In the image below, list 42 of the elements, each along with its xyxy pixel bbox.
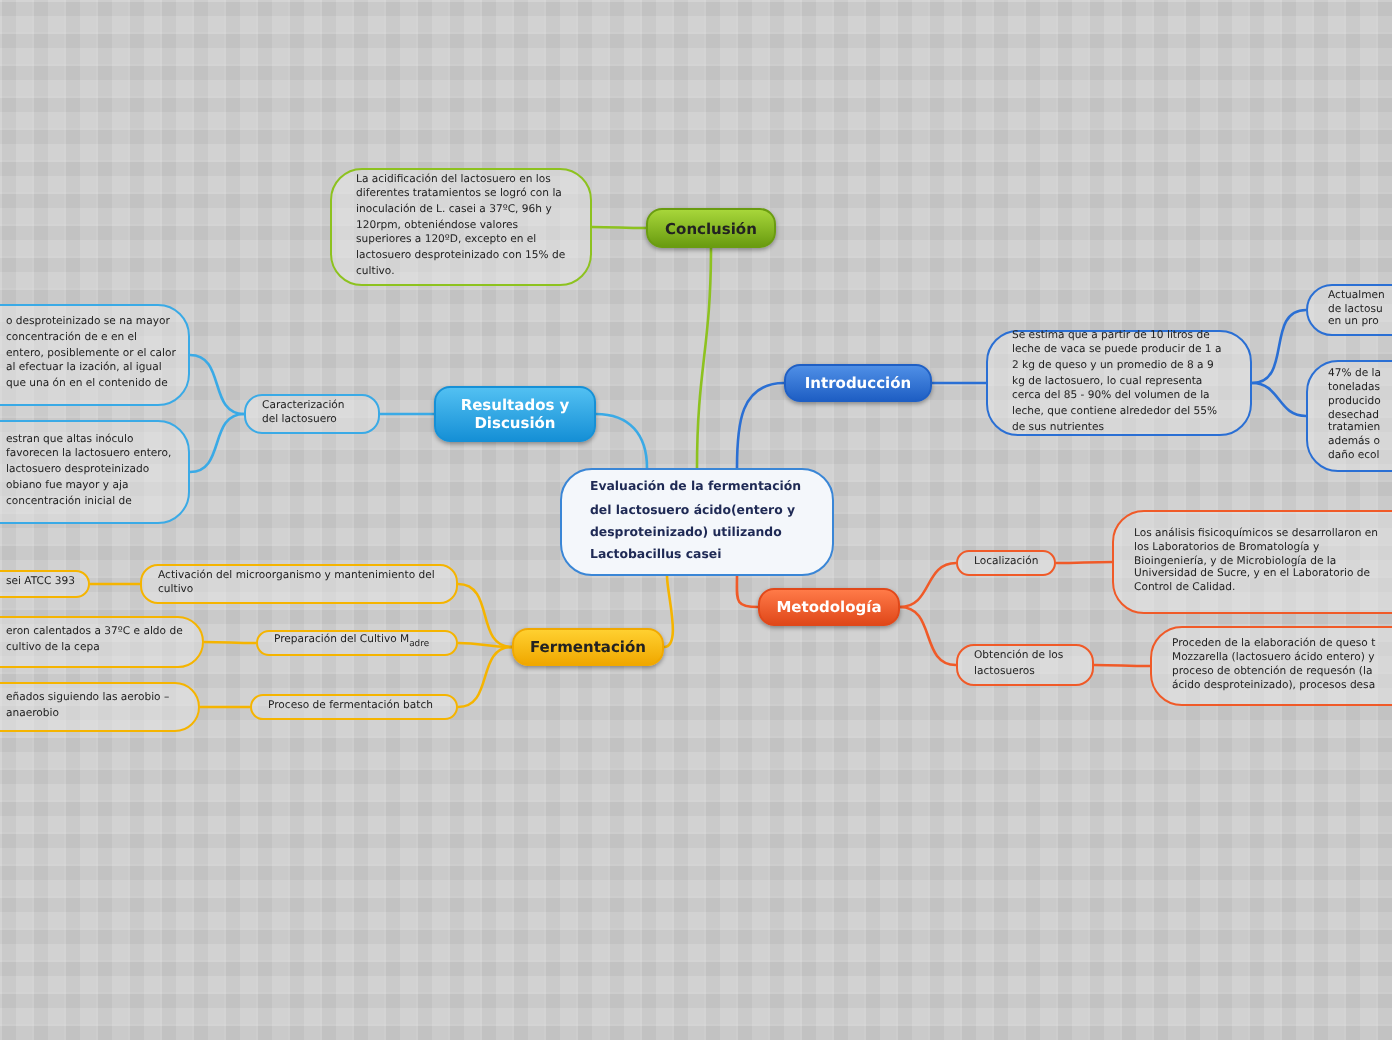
- connector-line: [695, 248, 713, 468]
- connector-line: [189, 412, 245, 474]
- connector-line: [458, 641, 512, 649]
- connector-line: [457, 582, 513, 649]
- connector-line: [932, 381, 986, 385]
- connector-line: [1251, 381, 1307, 418]
- text-card: [330, 168, 592, 286]
- text-card: [0, 420, 190, 524]
- subtopic-box: [140, 564, 458, 604]
- branch-topic: [512, 628, 664, 666]
- branch-topic: [646, 208, 776, 248]
- subtopic-box: [956, 550, 1056, 576]
- connector-line: [592, 225, 646, 230]
- text-card: [0, 616, 204, 668]
- connector-line: [1251, 308, 1307, 385]
- connector-line: [595, 412, 649, 469]
- branch-topic: [758, 588, 900, 626]
- connector-line: [200, 705, 250, 709]
- subtopic-box: [956, 644, 1094, 686]
- connector-line: [1094, 663, 1150, 668]
- text-card: [986, 330, 1252, 436]
- connector-line: [380, 412, 434, 416]
- text-card: [1112, 510, 1392, 614]
- connector-line: [457, 645, 513, 709]
- branch-topic: [434, 386, 596, 442]
- connector-line: [204, 640, 256, 645]
- connector-line: [90, 582, 140, 586]
- text-card: [1150, 626, 1392, 706]
- subtopic-box: [256, 630, 458, 656]
- connector-line: [663, 575, 675, 649]
- connector-line: [899, 561, 957, 609]
- text-card: [0, 304, 190, 406]
- text-card: [0, 682, 200, 732]
- connector-line: [189, 353, 245, 416]
- central-topic: [560, 468, 834, 576]
- branch-topic: [784, 364, 932, 402]
- connector-line: [1056, 560, 1112, 565]
- subtopic-box: [250, 694, 458, 720]
- connector-line: [735, 381, 785, 468]
- connector-line: [735, 576, 759, 609]
- subtopic-box: [244, 394, 380, 434]
- connector-line: [899, 605, 957, 667]
